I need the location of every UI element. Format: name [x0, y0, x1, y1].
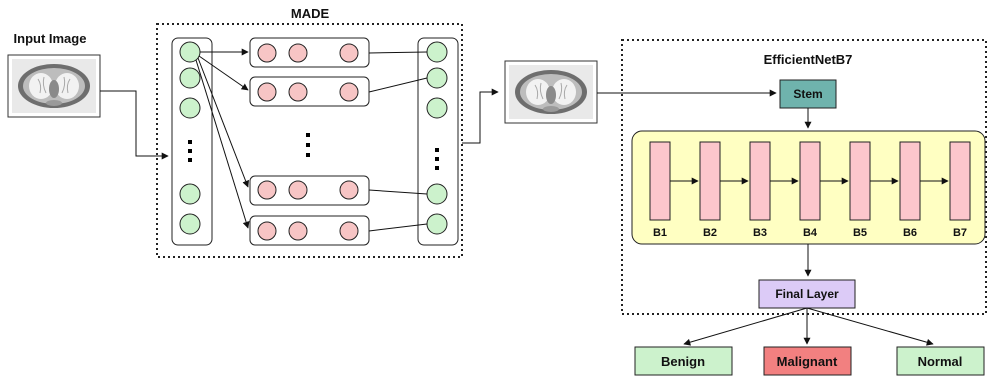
made-hidden-layer [249, 37, 370, 68]
block-label-b2: B2 [703, 227, 717, 239]
input-node [179, 41, 201, 63]
output-malignant-label: Malignant [777, 354, 838, 369]
output-node [426, 97, 448, 119]
block-label-b3: B3 [753, 227, 767, 239]
arrow-input-to-made [100, 90, 169, 160]
output-node [426, 41, 448, 63]
input-node [179, 67, 201, 89]
block-b3 [749, 141, 771, 221]
input-image-label: Input Image [14, 31, 87, 46]
made-output-nodes [426, 41, 448, 235]
efficientnet-boundary [621, 39, 987, 315]
block-label-b1: B1 [653, 227, 667, 239]
input-node [179, 213, 201, 235]
block-b5 [849, 141, 871, 221]
block-label-b5: B5 [853, 227, 867, 239]
efficientnet-title: EfficientNetB7 [764, 52, 853, 67]
output-normal-label: Normal [918, 354, 963, 369]
output-node [426, 213, 448, 235]
arrow-made-to-image [462, 88, 499, 144]
output-node [426, 183, 448, 205]
stem-block [779, 79, 837, 109]
made-hidden-layer [249, 175, 370, 206]
block-b7 [949, 141, 971, 221]
input-ellipsis [188, 140, 192, 162]
efficientnet-blocks: B1 B2 B3 B4 B5 B6 B7 [649, 141, 971, 239]
input-node [179, 97, 201, 119]
made-hidden-layer [249, 76, 370, 107]
made-boundary [156, 23, 463, 258]
made-hidden-layer [249, 215, 370, 246]
block-label-b4: B4 [803, 227, 818, 239]
made-input-nodes [179, 41, 201, 235]
transformed-ct-image [504, 60, 598, 124]
input-ct-image [7, 54, 101, 118]
block-b1 [649, 141, 671, 221]
input-node [179, 183, 201, 205]
output-malignant-box [763, 346, 852, 376]
block-b2 [699, 141, 721, 221]
final-layer-label: Final Layer [775, 287, 839, 301]
made-title: MADE [291, 6, 330, 21]
stem-label: Stem [793, 87, 822, 101]
made-connections [195, 48, 428, 232]
block-b6 [899, 141, 921, 221]
output-node [426, 67, 448, 89]
output-arrows [683, 307, 934, 346]
output-benign-box [634, 346, 733, 376]
block-label-b7: B7 [953, 227, 967, 239]
output-normal-box [896, 346, 985, 376]
output-ellipsis [435, 148, 439, 170]
block-label-b6: B6 [903, 227, 917, 239]
hidden-ellipsis [306, 133, 310, 157]
output-benign-label: Benign [661, 354, 705, 369]
block-b4 [799, 141, 821, 221]
